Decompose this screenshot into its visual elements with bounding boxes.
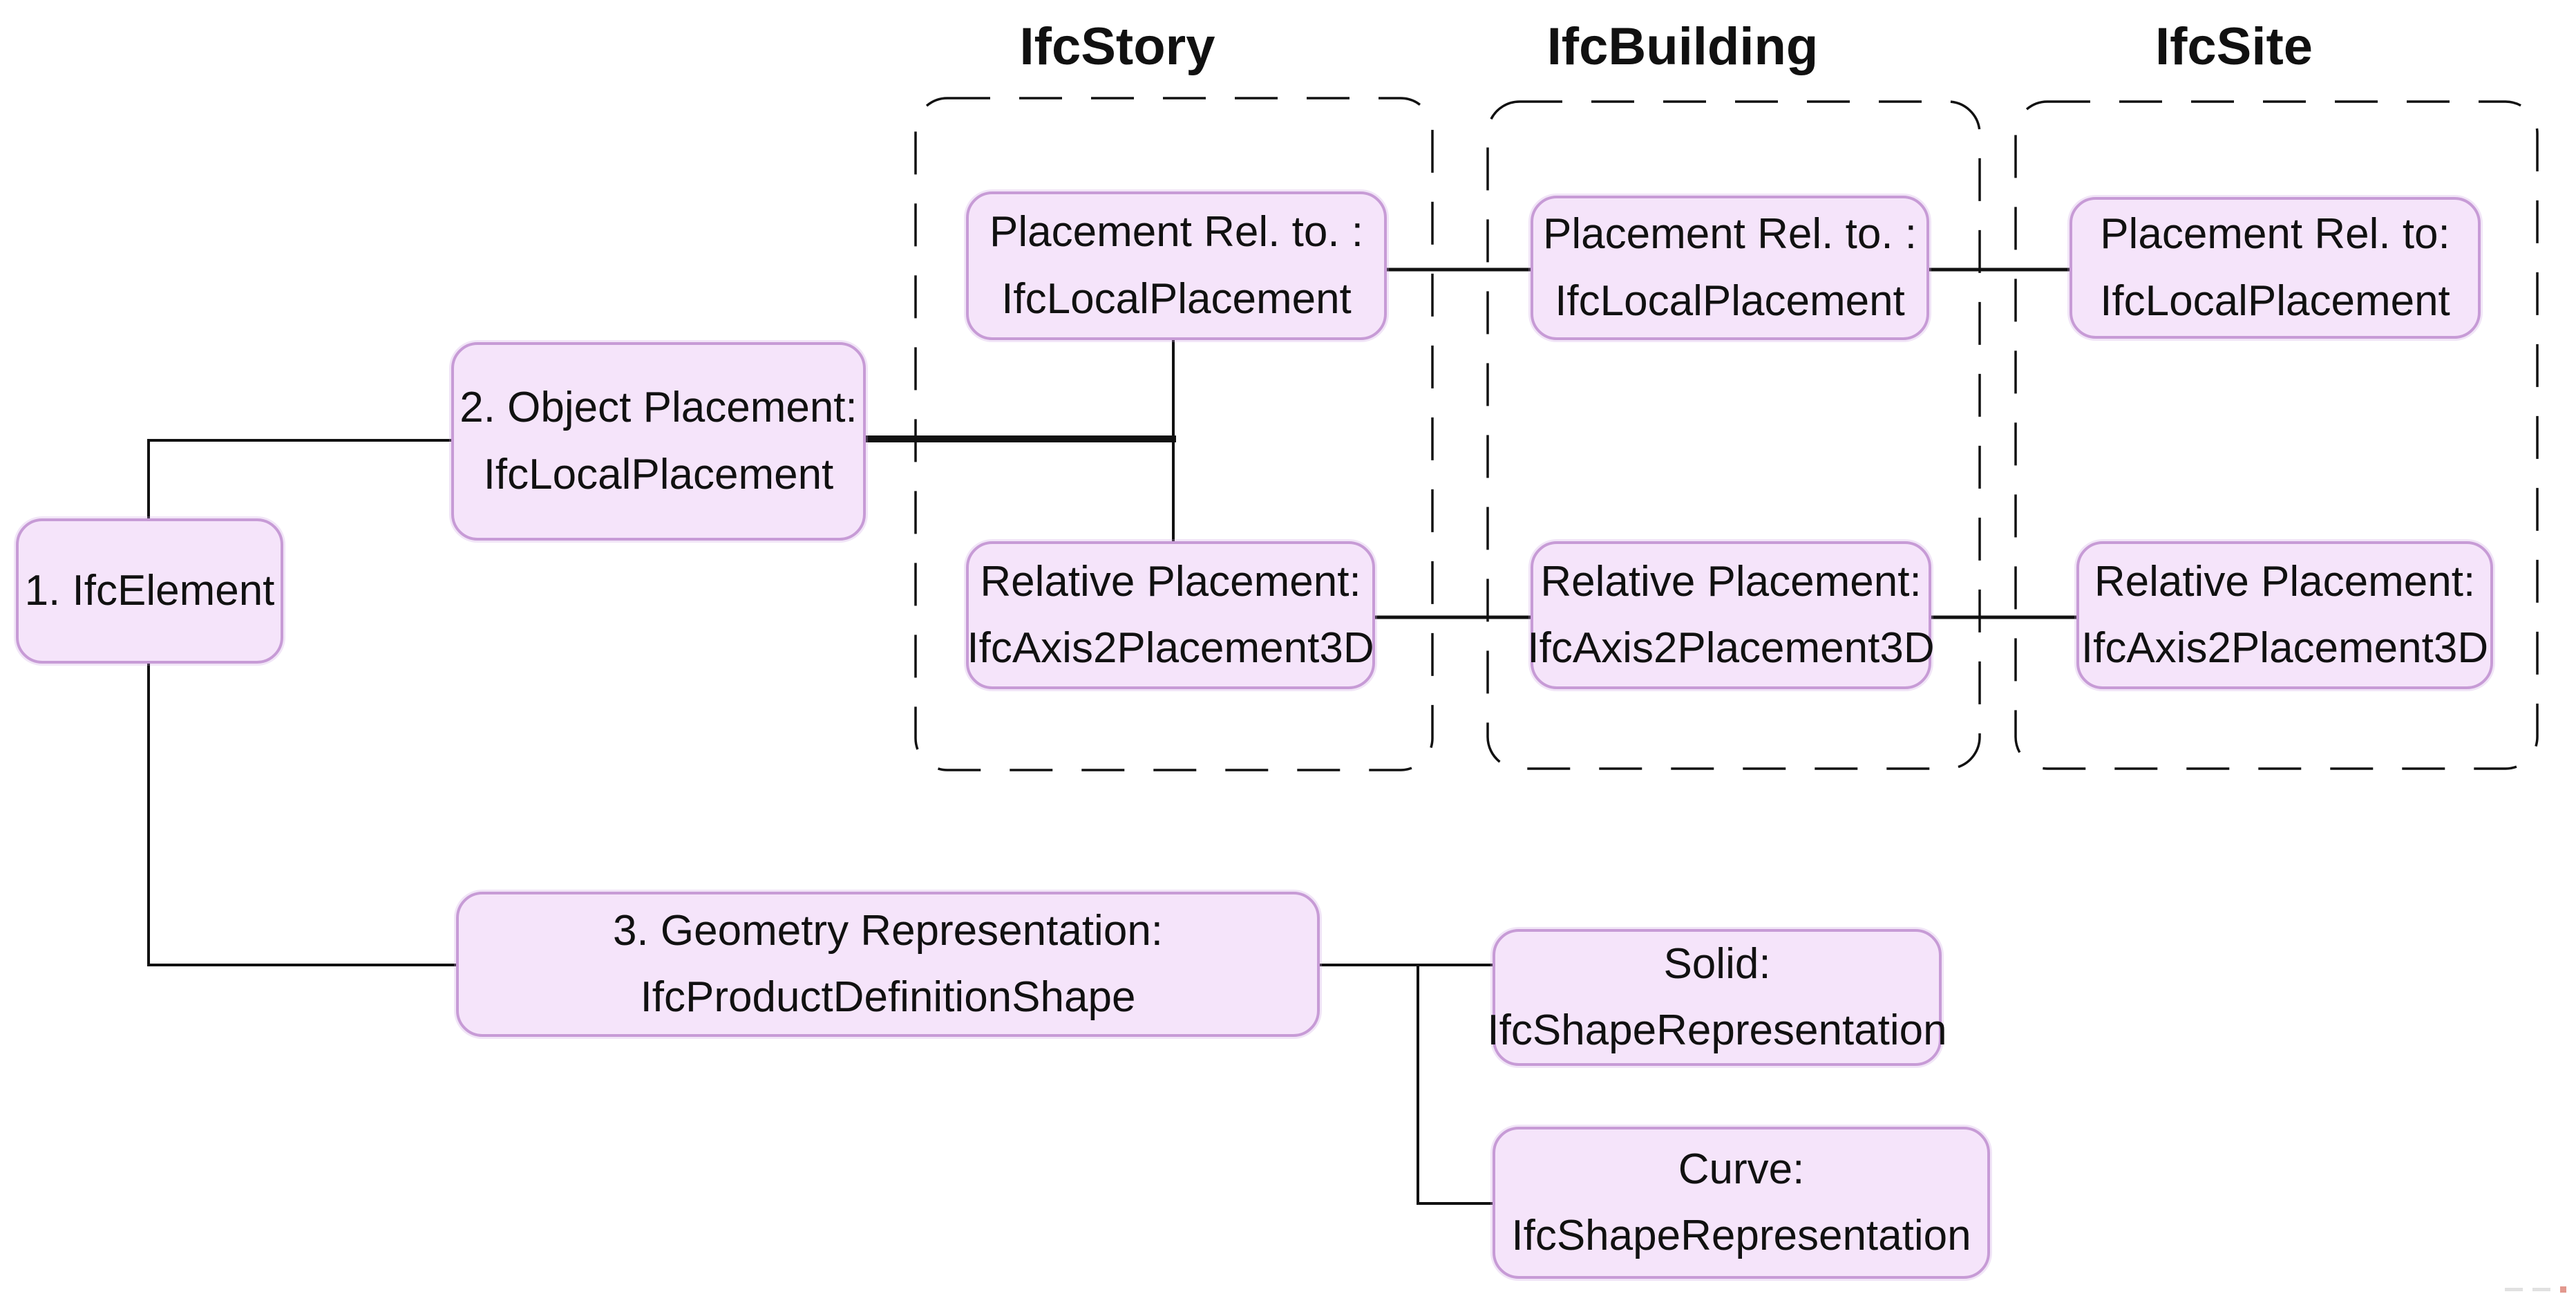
node-geometry-representation: 3. Geometry Representation: IfcProductDe… — [456, 892, 1320, 1037]
node-label-line: IfcLocalPlacement — [2100, 276, 2450, 325]
group-header-ifcsite: IfcSite — [2154, 17, 2313, 76]
node-curve-shape: Curve: IfcShapeRepresentation — [1493, 1127, 1990, 1279]
node-label-line: IfcShapeRepresentation — [1511, 1212, 1971, 1259]
faint-corner-marks — [2505, 1286, 2566, 1293]
node-label-line: IfcAxis2Placement3D — [1527, 624, 1935, 672]
node-label-line: 1. IfcElement — [24, 566, 275, 615]
node-label-line: Placement Rel. to. : — [1542, 210, 1917, 259]
node-label-line: IfcLocalPlacement — [1001, 274, 1352, 323]
faint-dash — [2532, 1288, 2550, 1291]
node-label-line: Placement Rel. to: — [2100, 210, 2450, 259]
node-object-placement: 2. Object Placement: IfcLocalPlacement — [451, 342, 866, 541]
node-site-placement-rel: Placement Rel. to: IfcLocalPlacement — [2070, 197, 2481, 339]
node-site-relative-placement: Relative Placement: IfcAxis2Placement3D — [2076, 541, 2493, 689]
group-frame-ifcstory — [914, 97, 1434, 771]
group-frame-ifcbuilding — [1486, 100, 1981, 770]
connector-element-objectplacement — [147, 439, 451, 518]
node-label-line: IfcLocalPlacement — [1555, 276, 1905, 325]
node-label-line: Relative Placement: — [1540, 557, 1922, 606]
node-label-line: Solid: — [1663, 939, 1771, 988]
node-label-line: IfcProductDefinitionShape — [640, 973, 1136, 1021]
node-label-line: Relative Placement: — [980, 557, 1361, 606]
node-label-line: Relative Placement: — [2094, 557, 2476, 606]
group-header-ifcstory: IfcStory — [1019, 17, 1215, 76]
faint-red-dot — [2560, 1286, 2566, 1293]
group-header-ifcbuilding: IfcBuilding — [1546, 17, 1819, 76]
node-label-line: IfcLocalPlacement — [483, 450, 834, 498]
node-story-relative-placement: Relative Placement: IfcAxis2Placement3D — [966, 541, 1375, 689]
node-label-line: Placement Rel. to. : — [989, 208, 1364, 256]
node-building-relative-placement: Relative Placement: IfcAxis2Placement3D — [1527, 541, 1935, 689]
group-frame-ifcsite — [2014, 100, 2539, 770]
connector-geometry-curve — [1417, 965, 1493, 1205]
node-label-line: IfcAxis2Placement3D — [967, 624, 1374, 672]
node-label-line: 3. Geometry Representation: — [612, 906, 1164, 955]
node-story-placement-rel: Placement Rel. to. : IfcLocalPlacement — [966, 191, 1387, 340]
node-building-placement-rel: Placement Rel. to. : IfcLocalPlacement — [1531, 196, 1929, 340]
node-label-line: Curve: — [1678, 1145, 1805, 1193]
faint-dash — [2505, 1288, 2523, 1291]
node-label-line: IfcAxis2Placement3D — [2081, 624, 2489, 672]
node-label-line: IfcShapeRepresentation — [1487, 1006, 1947, 1054]
connector-element-geometry — [147, 664, 456, 966]
node-label-line: 2. Object Placement: — [460, 384, 858, 432]
node-ifcelement: 1. IfcElement — [16, 518, 283, 664]
node-solid-shape: Solid: IfcShapeRepresentation — [1487, 929, 1947, 1066]
